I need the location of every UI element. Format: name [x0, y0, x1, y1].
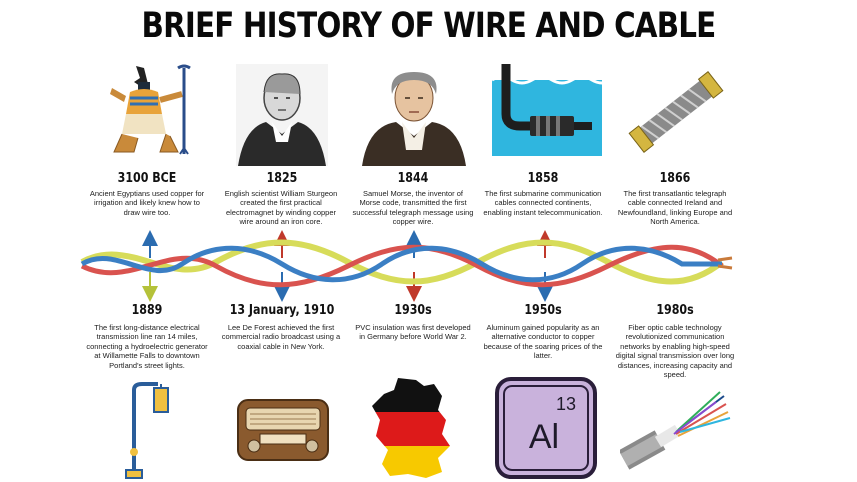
event-text-3100-bce: Ancient Egyptians used copper for irriga… [89, 189, 205, 217]
year-1825: 1825 [266, 171, 298, 186]
vintage-radio-icon [237, 399, 329, 461]
year-1889: 1889 [131, 303, 163, 318]
year-1910: 13 January, 1910 [229, 303, 335, 318]
event-text-1866: The first transatlantic telegraph cable … [617, 189, 733, 227]
transatlantic-cable-icon [628, 71, 724, 153]
submarine-cable-icon [492, 64, 602, 156]
event-text-1980s: Fiber optic cable technology revolutioni… [615, 323, 735, 380]
event-text-1910: Lee De Forest achieved the first commerc… [221, 323, 341, 351]
year-1980s: 1980s [656, 303, 694, 318]
year-3100-bce: 3100 BCE [117, 171, 177, 186]
william-sturgeon-portrait [236, 64, 328, 166]
fiber-optic-cable-icon [620, 391, 731, 470]
germany-flag-map-icon [372, 378, 450, 478]
wire-yellow [80, 239, 724, 285]
year-1866: 1866 [659, 171, 691, 186]
page-title: BRIEF HISTORY OF WIRE AND CABLE [141, 6, 717, 46]
event-text-1930s: PVC insulation was first developed in Ge… [355, 323, 471, 342]
aluminum-element-icon: 13 Al [495, 377, 597, 479]
street-lamp-icon [125, 382, 169, 479]
event-text-1889: The first long-distance electrical trans… [86, 323, 208, 370]
year-1950s: 1950s [524, 303, 562, 318]
year-1844: 1844 [397, 171, 429, 186]
event-text-1858: The first submarine communication cables… [483, 189, 603, 217]
element-symbol: Al [529, 418, 559, 456]
anubis-figure-icon [110, 64, 191, 155]
wire-blue [80, 245, 722, 283]
event-text-1950s: Aluminum gained popularity as an alterna… [483, 323, 603, 361]
event-text-1825: English scientist William Sturgeon creat… [224, 189, 338, 227]
element-number: 13 [556, 394, 576, 414]
samuel-morse-portrait [362, 72, 466, 166]
wire-copper-tips [717, 256, 733, 270]
event-text-1844: Samuel Morse, the inventor of Morse code… [352, 189, 474, 227]
year-1930s: 1930s [394, 303, 432, 318]
year-1858: 1858 [527, 171, 559, 186]
